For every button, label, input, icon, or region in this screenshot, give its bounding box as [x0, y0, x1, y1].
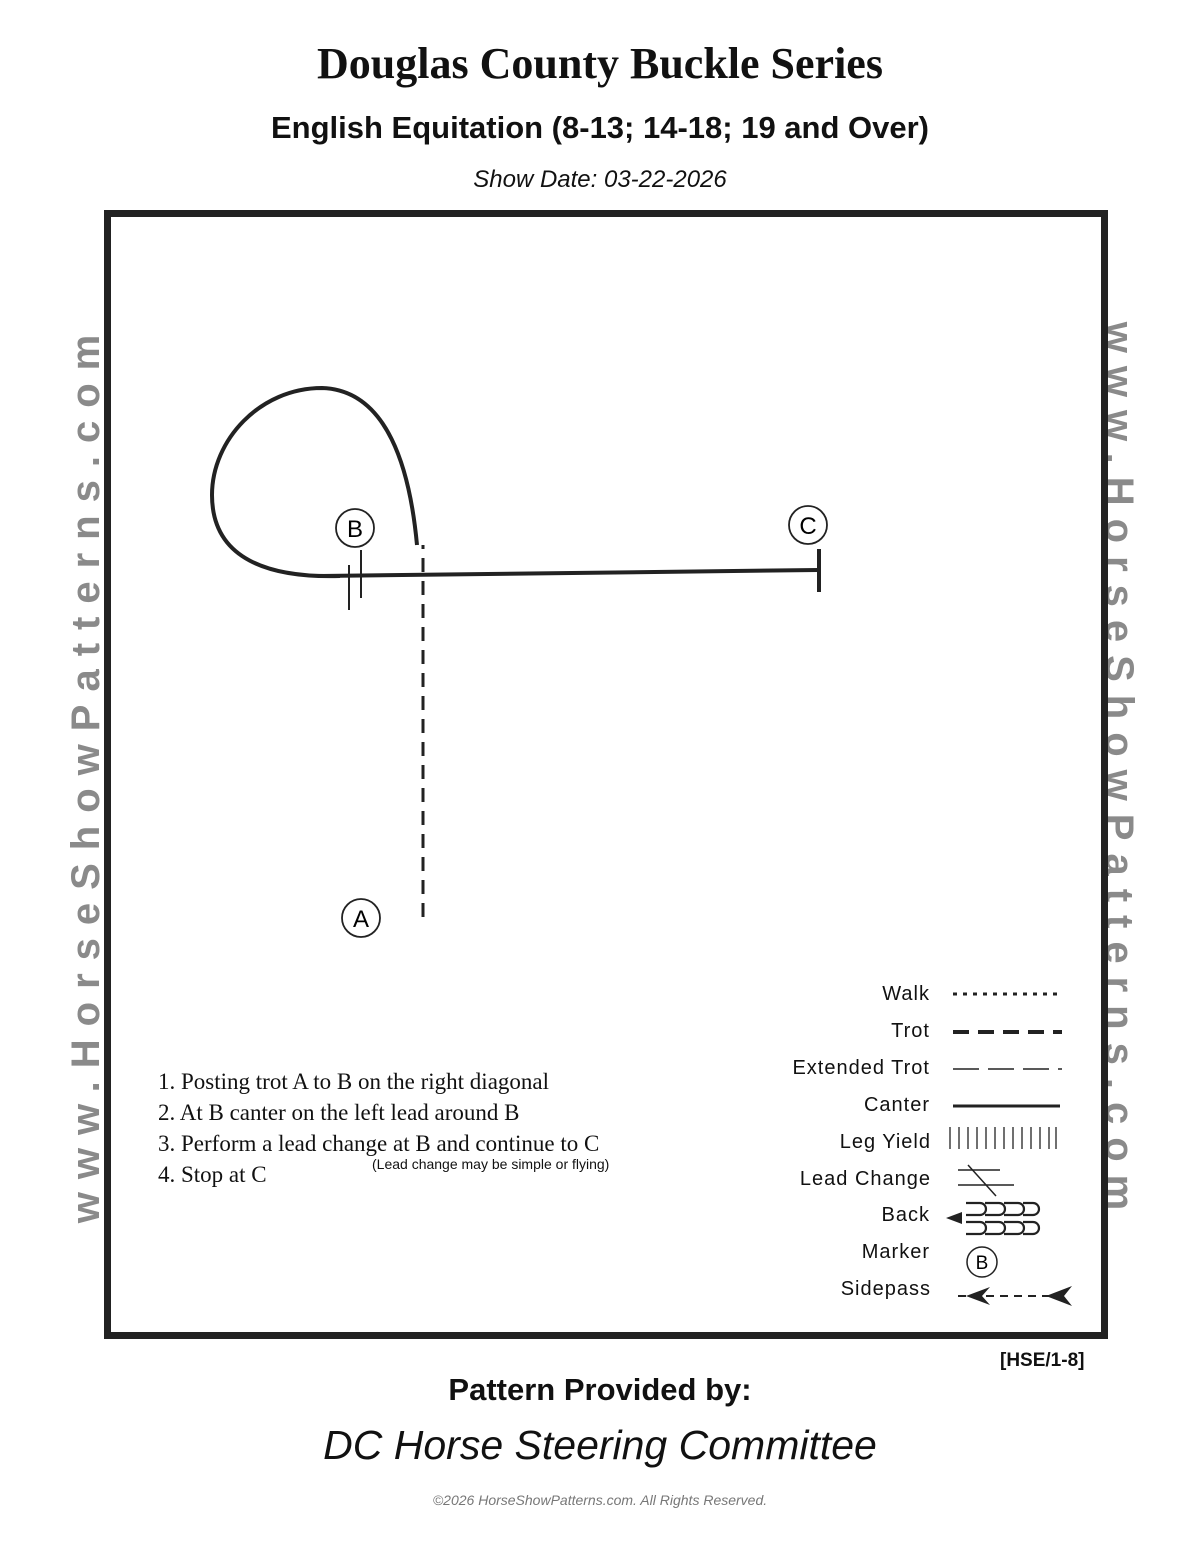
legend-lead-change-label: Lead Change — [799, 1168, 931, 1190]
legend-sidepass-symbol — [958, 1286, 1072, 1306]
legend-back-symbol — [946, 1201, 1041, 1236]
class-subtitle: English Equitation (8-13; 14-18; 19 and … — [270, 110, 930, 145]
page-title: Douglas County Buckle Series — [317, 39, 883, 88]
provided-by-heading: Pattern Provided by: — [448, 1372, 752, 1407]
legend-marker-symbol: B — [966, 1246, 998, 1278]
instruction-step-2: 2. At B canter on the left lead around B — [158, 1100, 520, 1125]
legend-walk-label: Walk — [882, 983, 930, 1005]
instruction-step-1: 1. Posting trot A to B on the right diag… — [158, 1069, 549, 1094]
legend-canter-label: Canter — [863, 1094, 930, 1116]
provider-name: DC Horse Steering Committee — [323, 1422, 877, 1468]
marker-a: A — [341, 898, 381, 938]
legend-lead-change-symbol — [958, 1164, 1014, 1197]
marker-b: B — [335, 508, 375, 548]
pattern-instructions: 1. Posting trot A to B on the right diag… — [158, 1066, 599, 1190]
pattern-code: [HSE/1-8] — [1000, 1350, 1085, 1371]
legend-back-label: Back — [881, 1204, 930, 1226]
legend-leg-yield-label: Leg Yield — [839, 1131, 931, 1153]
canter-path-to-c — [319, 568, 819, 578]
legend-marker-label: Marker — [861, 1241, 930, 1263]
svg-text:B: B — [347, 516, 363, 543]
svg-text:A: A — [353, 906, 369, 933]
instruction-step-4: 4. Stop at C — [158, 1162, 267, 1187]
instruction-step-3: 3. Perform a lead change at B and contin… — [158, 1131, 600, 1156]
canter-loop-around-b — [209, 385, 419, 579]
copyright-notice: ©2026 HorseShowPatterns.com. All Rights … — [432, 1492, 768, 1508]
legend-sidepass-label: Sidepass — [840, 1278, 931, 1300]
show-date: Show Date: 03-22-2026 — [473, 166, 727, 193]
lead-change-note: (Lead change may be simple or flying) — [372, 1156, 610, 1172]
legend-trot-label: Trot — [891, 1020, 930, 1042]
arena-border — [104, 210, 1108, 1339]
svg-text:B: B — [976, 1253, 989, 1274]
legend-leg-yield-symbol — [949, 1127, 1057, 1149]
legend-extended-trot-label: Extended Trot — [792, 1057, 930, 1079]
svg-text:C: C — [799, 513, 816, 540]
marker-c: C — [788, 505, 828, 545]
